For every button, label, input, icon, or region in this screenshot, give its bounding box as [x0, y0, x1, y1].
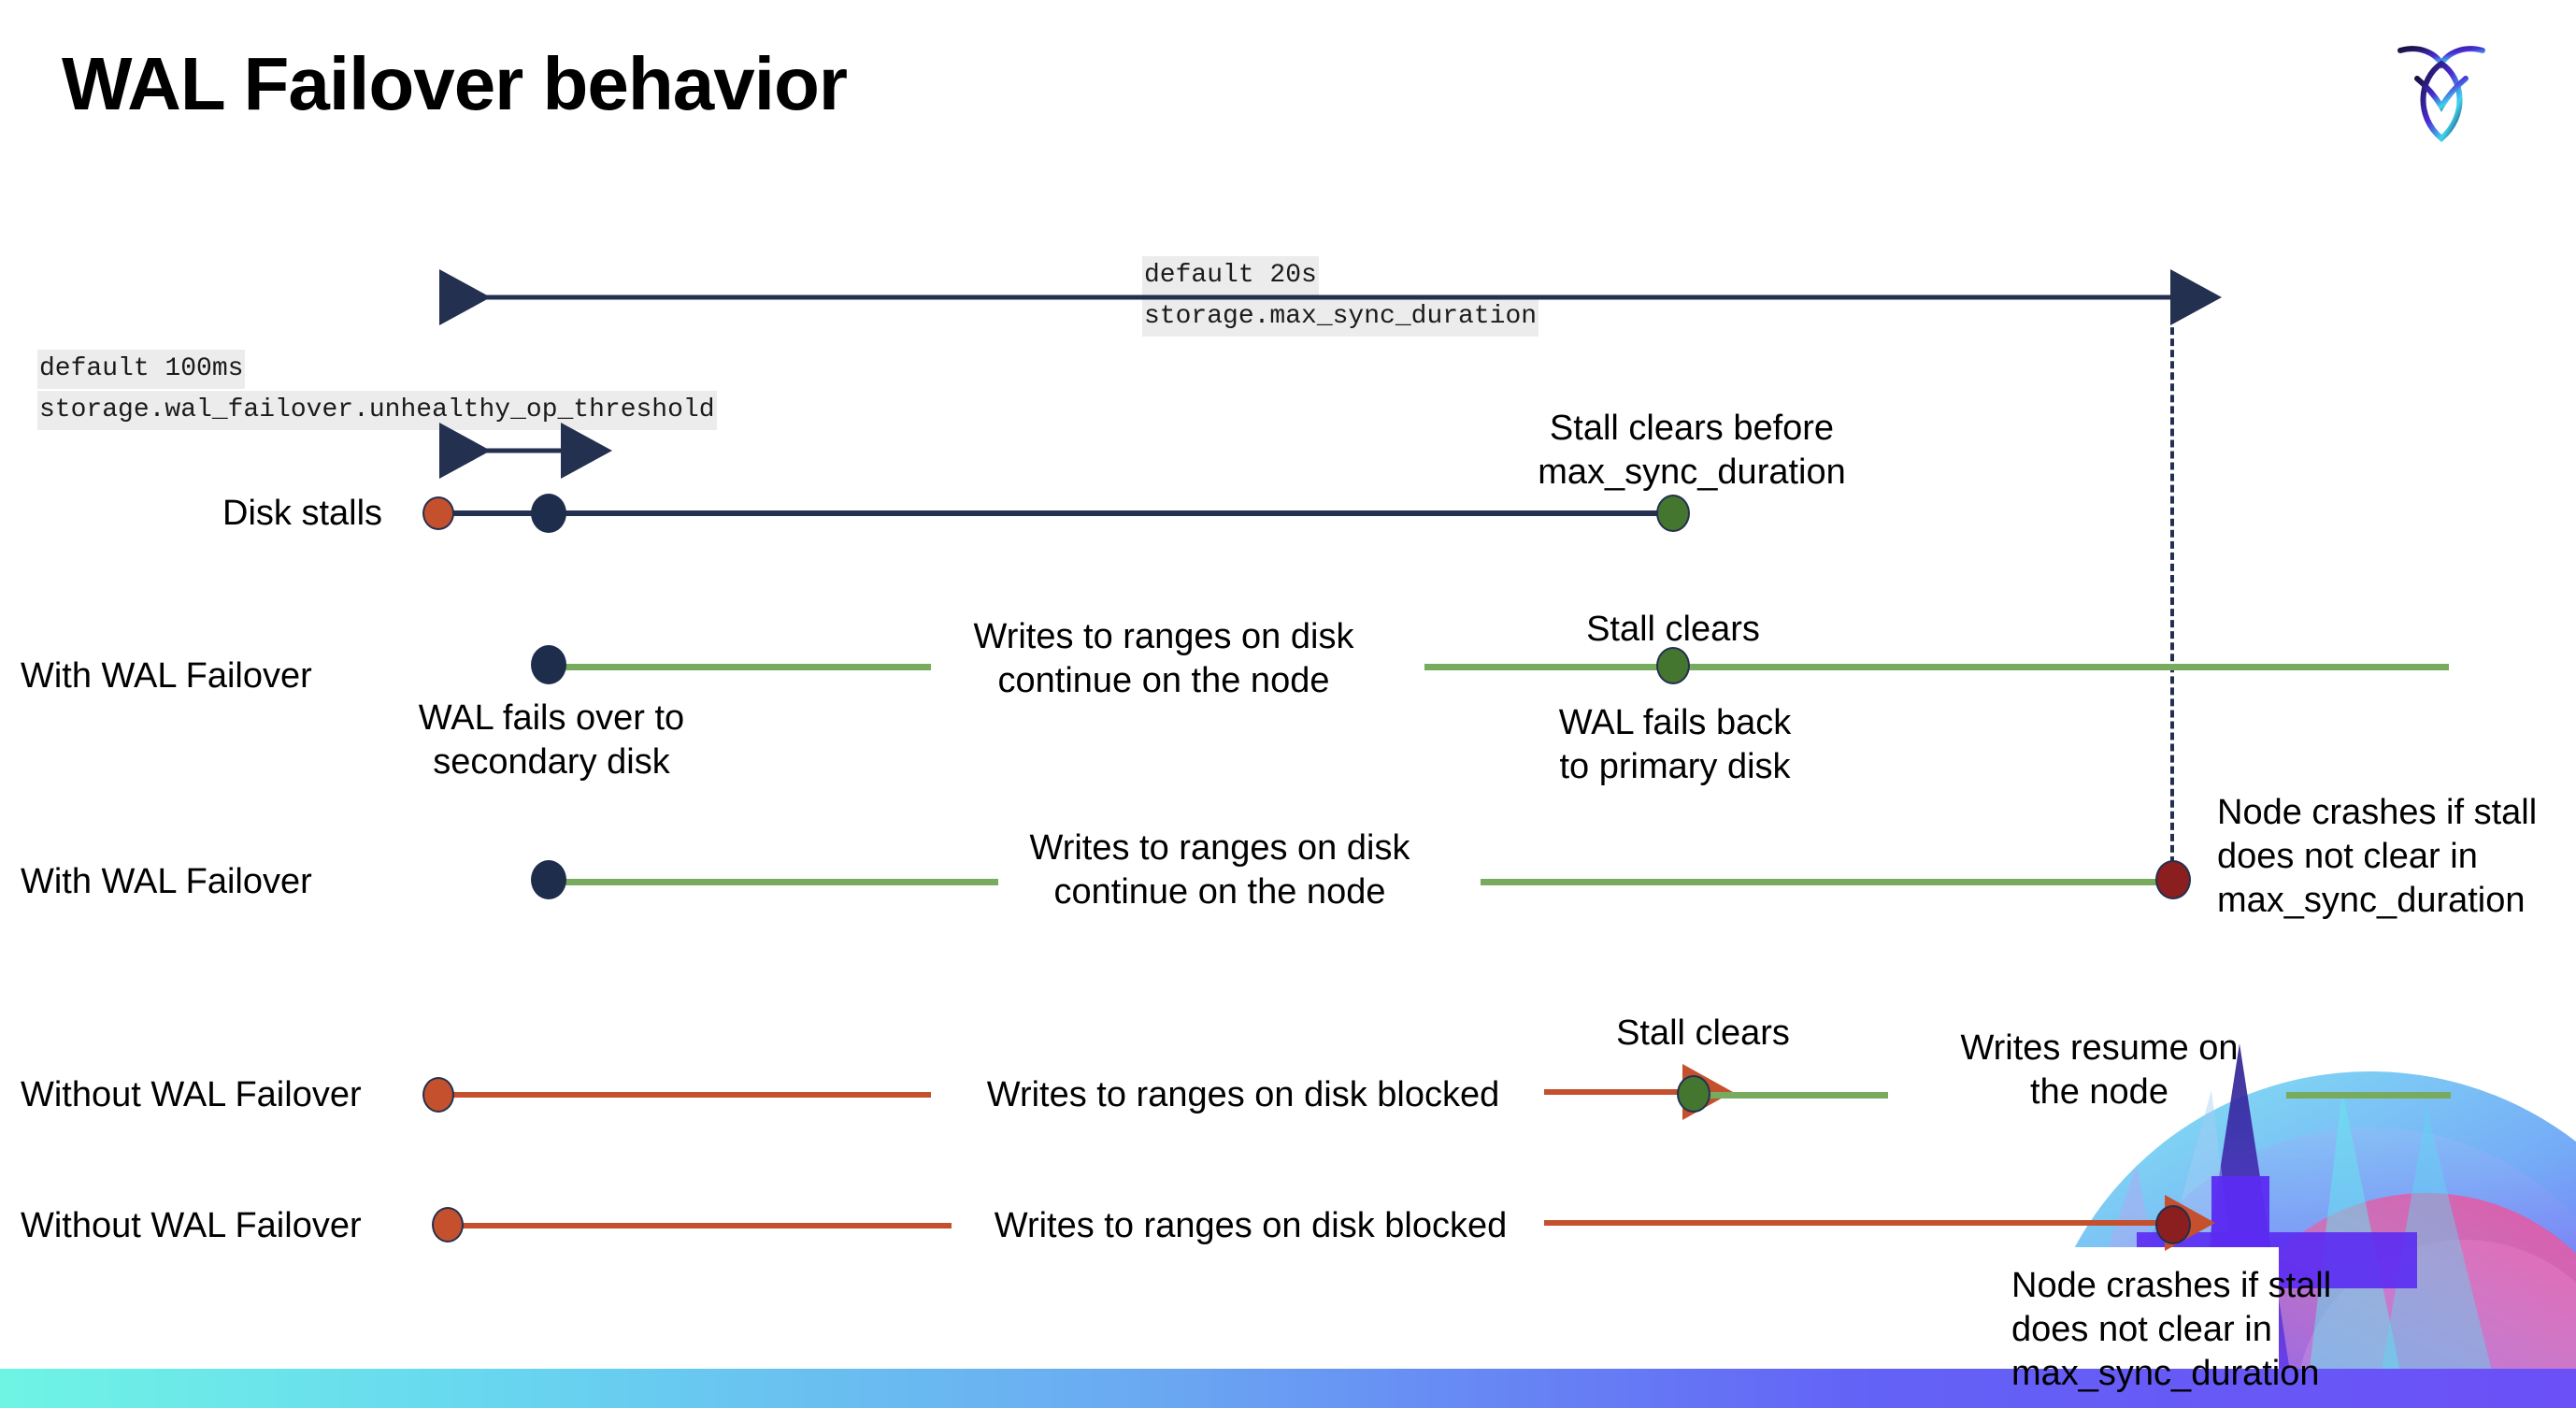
row5-stall-start-dot: [432, 1207, 464, 1243]
row3-green-line-left: [548, 879, 998, 885]
row3-node-crash-dot: [2155, 860, 2191, 899]
row1-stall-line: [437, 510, 1681, 516]
row2-wal-fails-over-annotation: WAL fails over to secondary disk: [418, 698, 685, 782]
row2-writes-continue-annotation: Writes to ranges on disk continue on the…: [973, 617, 1354, 700]
row1-stall-clears-dot: [1656, 495, 1690, 532]
max-sync-default-chip: default 20s: [1142, 256, 1319, 295]
row4-green-line-mid: [1694, 1092, 1888, 1099]
row-label-with-wal-failover-1: With WAL Failover: [21, 656, 312, 696]
row3-writes-continue-annotation: Writes to ranges on disk continue on the…: [1029, 828, 1410, 912]
row4-writes-resume-annotation: Writes resume on the node: [1960, 1028, 2239, 1112]
row1-stall-start-dot: [422, 496, 454, 530]
row-label-with-wal-failover-2: With WAL Failover: [21, 862, 312, 901]
row-label-without-wal-failover-2: Without WAL Failover: [21, 1206, 362, 1245]
row2-stall-clears-annotation: Stall clears: [1586, 610, 1760, 649]
row4-red-line-left: [437, 1092, 931, 1098]
row3-green-line-right: [1481, 879, 2172, 885]
row4-green-line-right: [2286, 1092, 2451, 1099]
row2-stall-clears-dot: [1656, 647, 1690, 684]
row4-stall-start-dot: [422, 1077, 454, 1113]
row1-failover-point-dot: [531, 494, 566, 533]
bottom-gradient-bar: [0, 1369, 2576, 1408]
row2-failover-point-dot: [531, 645, 566, 684]
max-sync-setting-chip: storage.max_sync_duration: [1142, 297, 1539, 337]
row4-stall-clears-annotation: Stall clears: [1616, 1013, 1790, 1053]
row5-writes-blocked-annotation: Writes to ranges on disk blocked: [994, 1206, 1508, 1245]
row2-wal-fails-back-annotation: WAL fails back to primary disk: [1558, 703, 1792, 786]
row5-node-crash-dot: [2155, 1205, 2191, 1244]
max-sync-deadline-dashed-line: [2170, 305, 2174, 875]
row5-red-line-left: [447, 1223, 952, 1228]
row-label-without-wal-failover-1: Without WAL Failover: [21, 1075, 362, 1114]
row-label-disk-stalls: Disk stalls: [222, 494, 383, 533]
row3-failover-point-dot: [531, 860, 566, 899]
page-title: WAL Failover behavior: [62, 42, 848, 125]
row2-green-line-left: [548, 664, 931, 670]
row5-node-crash-annotation: Node crashes if stall does not clear in …: [2011, 1266, 2332, 1393]
unhealthy-setting-chip: storage.wal_failover.unhealthy_op_thresh…: [37, 391, 717, 430]
row2-green-line-right: [1424, 664, 2449, 670]
row3-node-crash-annotation: Node crashes if stall does not clear in …: [2217, 793, 2538, 920]
cockroachdb-logo: [2389, 26, 2494, 146]
unhealthy-default-chip: default 100ms: [37, 350, 246, 389]
row4-writes-blocked-annotation: Writes to ranges on disk blocked: [986, 1075, 1500, 1114]
row1-stall-clears-annotation: Stall clears before max_sync_duration: [1538, 409, 1846, 492]
row4-stall-clears-dot: [1677, 1075, 1710, 1113]
